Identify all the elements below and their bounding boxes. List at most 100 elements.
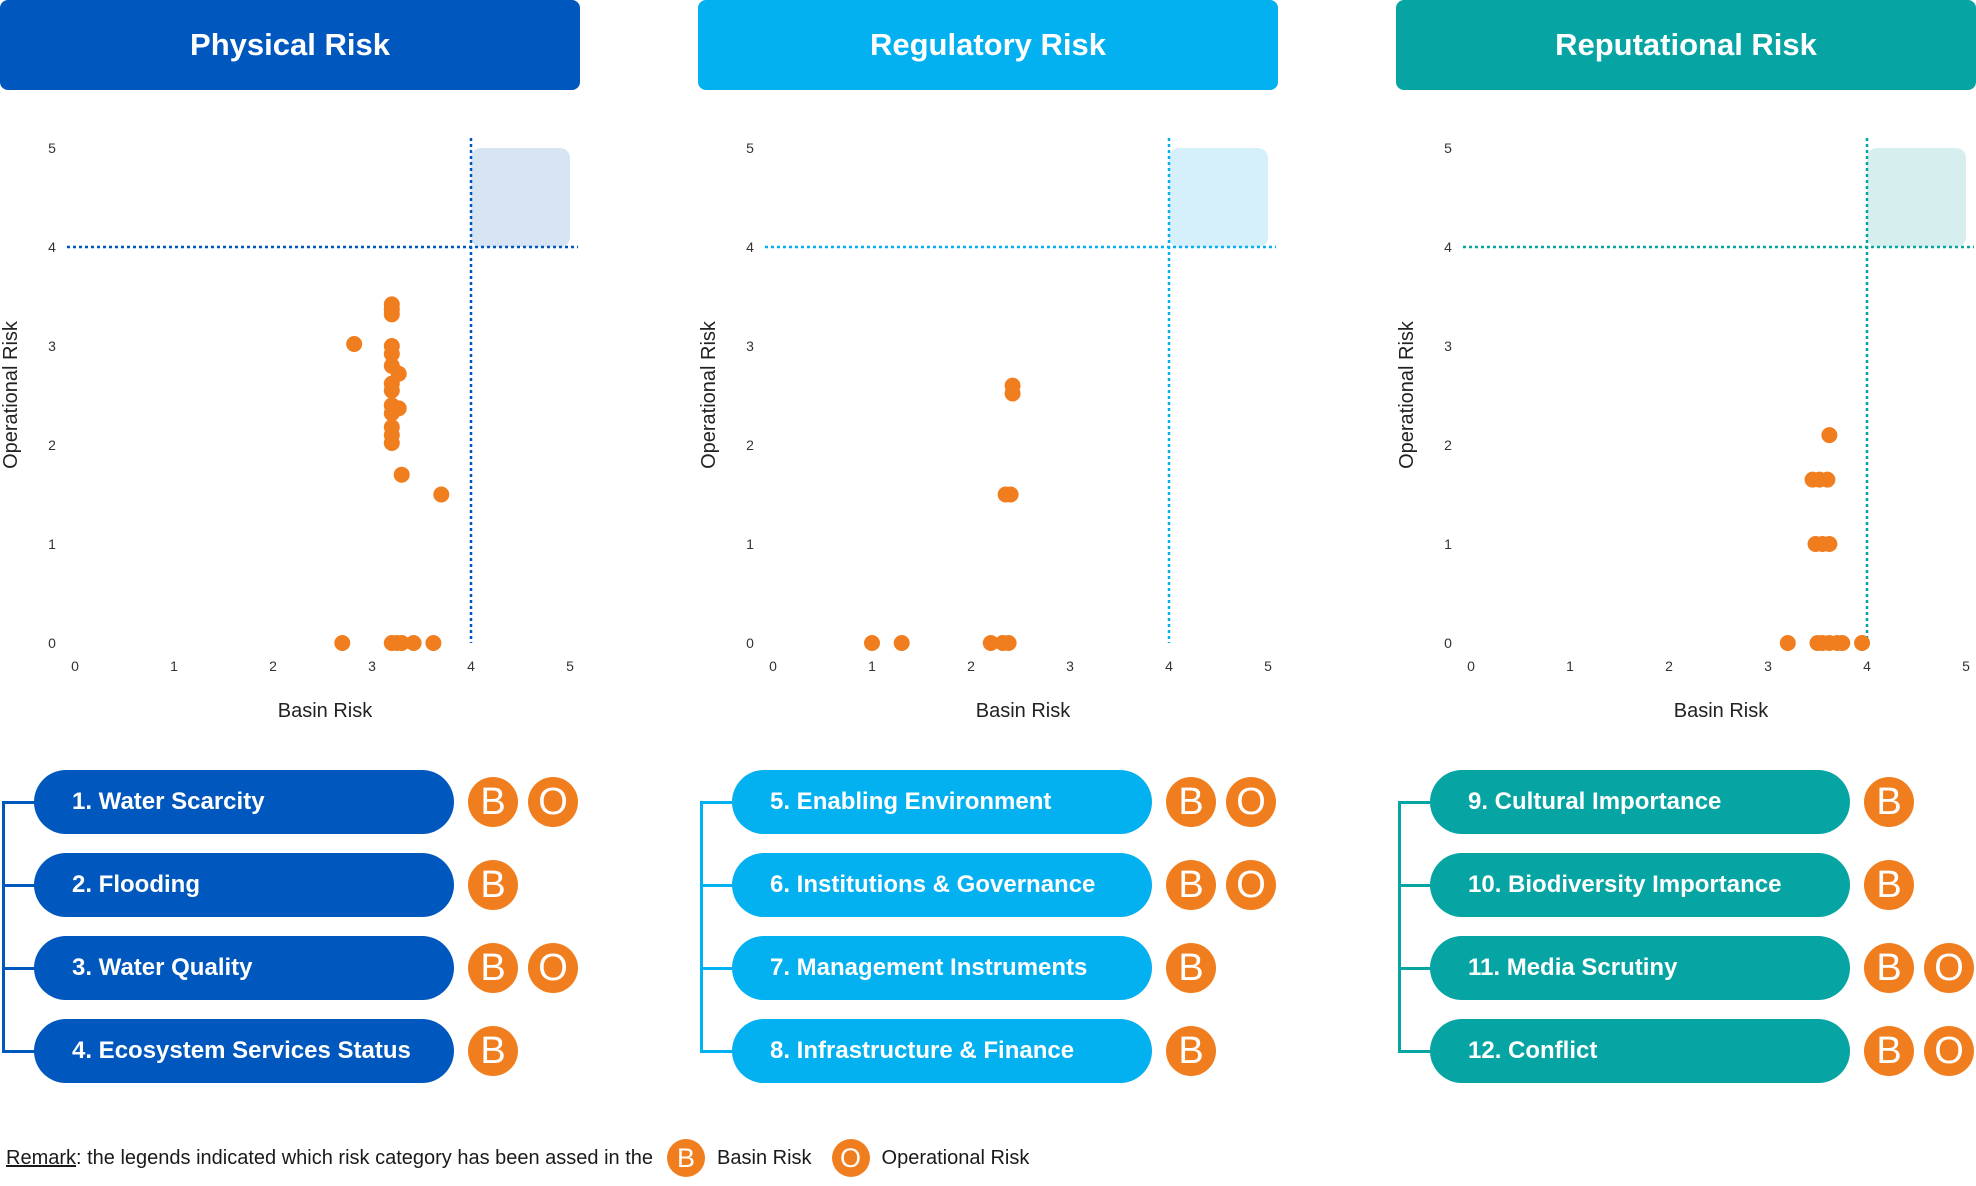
risk-item-label: 2. Flooding bbox=[72, 871, 200, 898]
tree-connector-branch bbox=[1398, 801, 1432, 804]
y-tick-label: 0 bbox=[746, 635, 754, 651]
regulatory-risk-item: 5. Enabling Environment bbox=[732, 770, 1152, 834]
x-tick-label: 4 bbox=[1863, 658, 1871, 674]
x-tick-label: 5 bbox=[1962, 658, 1970, 674]
basin-risk-badge: B bbox=[1864, 777, 1914, 827]
basin-risk-badge: B bbox=[1864, 943, 1914, 993]
y-tick-label: 1 bbox=[1444, 536, 1452, 552]
physical-risk-item: 3. Water Quality bbox=[34, 936, 454, 1000]
reputational-risk-item: 12. Conflict bbox=[1430, 1019, 1850, 1083]
tree-connector-trunk bbox=[1398, 802, 1401, 1051]
data-point bbox=[1854, 635, 1871, 651]
risk-item-label: 4. Ecosystem Services Status bbox=[72, 1037, 411, 1064]
y-tick-label: 3 bbox=[746, 338, 754, 354]
remark-text: : the legends indicated which risk categ… bbox=[76, 1146, 654, 1169]
data-point bbox=[982, 635, 999, 651]
data-point bbox=[1004, 385, 1021, 402]
x-axis-title: Basin Risk bbox=[1674, 700, 1769, 722]
data-point bbox=[383, 306, 400, 323]
y-axis-title: Operational Risk bbox=[698, 320, 720, 469]
basin-risk-badge: B bbox=[468, 860, 518, 910]
tree-connector-branch bbox=[1398, 967, 1432, 970]
reputational-risk-item: 11. Media Scrutiny bbox=[1430, 936, 1850, 1000]
x-tick-label: 2 bbox=[1665, 658, 1673, 674]
risk-item-label: 11. Media Scrutiny bbox=[1468, 954, 1678, 981]
reputational-risk-item: 10. Biodiversity Importance bbox=[1430, 853, 1850, 917]
y-axis-title: Operational Risk bbox=[1396, 320, 1418, 469]
basin-risk-badge: B bbox=[1864, 860, 1914, 910]
y-tick-label: 2 bbox=[1444, 437, 1452, 453]
x-tick-label: 2 bbox=[269, 658, 277, 674]
y-tick-label: 2 bbox=[746, 437, 754, 453]
high-risk-zone bbox=[1867, 148, 1966, 247]
basin-risk-badge: B bbox=[1166, 777, 1216, 827]
high-risk-zone bbox=[1169, 148, 1268, 247]
x-axis-title: Basin Risk bbox=[976, 700, 1071, 722]
y-tick-label: 4 bbox=[48, 239, 56, 255]
operational-risk-badge: O bbox=[1924, 943, 1974, 993]
data-point bbox=[334, 635, 351, 651]
y-tick-label: 1 bbox=[746, 536, 754, 552]
tree-connector-branch bbox=[1398, 884, 1432, 887]
tree-connector-branch bbox=[2, 801, 36, 804]
y-tick-label: 4 bbox=[1444, 239, 1452, 255]
reputational-risk-item: 9. Cultural Importance bbox=[1430, 770, 1850, 834]
operational-risk-badge: O bbox=[528, 943, 578, 993]
physical-risk-item: 4. Ecosystem Services Status bbox=[34, 1019, 454, 1083]
remark-label: Remark bbox=[6, 1146, 77, 1169]
y-tick-label: 5 bbox=[1444, 140, 1452, 156]
data-point bbox=[1821, 427, 1838, 444]
tree-connector-branch bbox=[1398, 1050, 1432, 1053]
risk-item-label: 12. Conflict bbox=[1468, 1037, 1598, 1064]
basin-risk-badge: B bbox=[1864, 1026, 1914, 1076]
x-tick-label: 4 bbox=[1165, 658, 1173, 674]
tree-connector-branch bbox=[700, 1050, 734, 1053]
y-tick-label: 3 bbox=[48, 338, 56, 354]
data-point bbox=[893, 635, 910, 651]
x-tick-label: 5 bbox=[566, 658, 574, 674]
x-tick-label: 1 bbox=[868, 658, 876, 674]
tree-connector-branch bbox=[700, 801, 734, 804]
reputational-risk-header: Reputational Risk bbox=[1396, 0, 1976, 90]
tree-connector-branch bbox=[2, 1050, 36, 1053]
x-tick-label: 0 bbox=[769, 658, 777, 674]
data-point bbox=[390, 400, 407, 417]
basin-risk-badge: B bbox=[468, 1026, 518, 1076]
x-tick-label: 0 bbox=[71, 658, 79, 674]
data-point bbox=[383, 382, 400, 399]
tree-connector-branch bbox=[700, 884, 734, 887]
data-point bbox=[1779, 635, 1796, 651]
physical-risk-header: Physical Risk bbox=[0, 0, 580, 90]
x-tick-label: 3 bbox=[1764, 658, 1772, 674]
physical-risk-item: 1. Water Scarcity bbox=[34, 770, 454, 834]
operational-risk-badge: O bbox=[1226, 777, 1276, 827]
data-point bbox=[383, 435, 400, 452]
data-point bbox=[425, 635, 442, 651]
risk-item-label: 9. Cultural Importance bbox=[1468, 788, 1722, 815]
y-tick-label: 4 bbox=[746, 239, 754, 255]
y-tick-label: 5 bbox=[48, 140, 56, 156]
x-tick-label: 5 bbox=[1264, 658, 1272, 674]
tree-connector-trunk bbox=[700, 802, 703, 1051]
high-risk-zone bbox=[471, 148, 570, 247]
data-point bbox=[1834, 635, 1851, 651]
data-point bbox=[864, 635, 880, 651]
basin-risk-legend-text: Basin Risk bbox=[717, 1146, 812, 1169]
data-point bbox=[1000, 635, 1017, 651]
risk-item-label: 8. Infrastructure & Finance bbox=[770, 1037, 1075, 1064]
data-point bbox=[405, 635, 422, 651]
x-tick-label: 3 bbox=[368, 658, 376, 674]
risk-item-label: 5. Enabling Environment bbox=[770, 788, 1052, 815]
tree-connector-trunk bbox=[2, 802, 5, 1051]
operational-risk-badge: O bbox=[1226, 860, 1276, 910]
x-tick-label: 4 bbox=[467, 658, 475, 674]
y-tick-label: 5 bbox=[746, 140, 754, 156]
y-tick-label: 2 bbox=[48, 437, 56, 453]
basin-risk-badge: B bbox=[1166, 1026, 1216, 1076]
risk-item-label: 10. Biodiversity Importance bbox=[1468, 871, 1782, 898]
regulatory-risk-item: 7. Management Instruments bbox=[732, 936, 1152, 1000]
